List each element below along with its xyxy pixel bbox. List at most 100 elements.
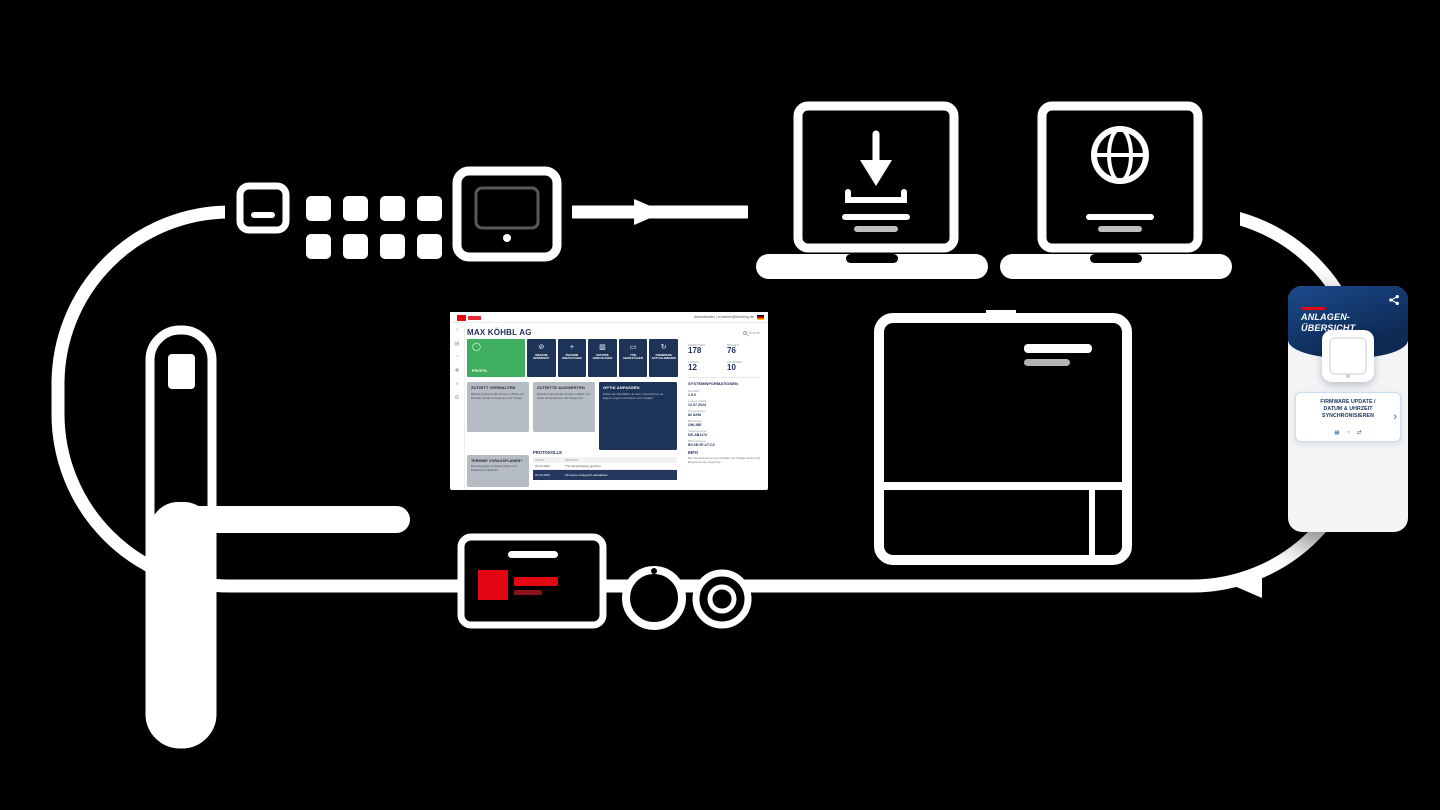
field-label: Komponenten <box>688 409 706 413</box>
search-input[interactable]: Suche <box>743 330 760 335</box>
block-medium-tile[interactable]: ⊘ MEDIUM SPERREN? <box>527 339 556 377</box>
app-title-line1: ANLAGEN- <box>1301 312 1351 322</box>
table-row[interactable]: 23.04.2024 Tür Haupteingang geöffnet <box>533 463 677 470</box>
table-row-selected[interactable]: 22.04.2024 Firmware erfolgreich aktualis… <box>533 470 677 480</box>
card-access-manage[interactable]: ZUTRITT VERWALTEN Behalte jederzeit alle… <box>467 382 529 432</box>
wall-reader-photo <box>1322 330 1374 382</box>
col-date: DATUM <box>535 458 545 462</box>
cabinet-body <box>874 313 1132 565</box>
sysinfo-field: Betriebsart ONLINE <box>688 419 762 427</box>
keypad-icon <box>306 196 442 259</box>
cell-event: Firmware erfolgreich aktualisiert <box>565 473 608 477</box>
field-value: DE-AB1172 <box>688 433 708 437</box>
sidebar-reports-icon[interactable]: ◔ <box>455 354 459 360</box>
laptop-download-illustration <box>756 101 988 279</box>
brand-wordmark <box>514 577 558 586</box>
chevron-right-icon[interactable]: › <box>1393 411 1397 423</box>
download-arrow-icon <box>860 160 892 186</box>
search-icon <box>743 330 748 335</box>
door-handle-illustration <box>145 325 410 749</box>
cell-date: 22.04.2024 <box>535 473 551 477</box>
stat-media: MEDIEN 76 <box>727 343 764 355</box>
stat-label: MEDIEN <box>727 343 740 347</box>
door-lever-handle <box>162 506 410 533</box>
add-door-tile[interactable]: ▭ TÜR HINZUFÜGEN <box>618 339 648 377</box>
reader-window-icon <box>168 354 195 389</box>
sidebar-menu-icon[interactable]: ≡ <box>455 381 459 387</box>
stat-value: 178 <box>688 346 702 355</box>
sysinfo-field: Firmware 1.9.0 <box>688 389 762 397</box>
firmware-update-card[interactable]: FIRMWARE UPDATE / DATUM & UHRZEIT SYNCHR… <box>1295 392 1401 442</box>
action-tile-row: ◯ PROFIL ⊘ MEDIUM SPERREN? + PERSON HINZ… <box>467 339 678 377</box>
sidebar-modules-icon[interactable]: ▤ <box>454 340 460 347</box>
sidebar-add-icon[interactable]: ✚ <box>454 367 460 374</box>
sync-arrows-icon: ⇄ <box>1356 429 1362 436</box>
card-line2: DATUM & UHRZEIT <box>1323 406 1373 413</box>
field-label: Firmware <box>688 389 700 393</box>
laptop-screen <box>1037 101 1203 253</box>
cell-event: Tür Haupteingang geöffnet <box>565 464 601 468</box>
profile-tile-label: PROFIL <box>472 368 488 373</box>
firmware-card-text: FIRMWARE UPDATE / DATUM & UHRZEIT SYNCHR… <box>1296 393 1400 421</box>
text-line <box>1024 359 1070 366</box>
sysinfo-title: SYSTEMINFORMATIONEN <box>688 381 738 386</box>
field-label: MAC-Adresse <box>688 439 706 443</box>
text-line <box>1098 226 1142 232</box>
mobile-app-mockup: ANLAGEN- ÜBERSICHT FIRMWARE UPDATE / DAT… <box>1288 286 1408 532</box>
reader-led <box>1346 374 1350 378</box>
card-line1: FIRMWARE UPDATE / <box>1320 399 1376 405</box>
controller-cabinet-illustration <box>874 310 1132 565</box>
key-fob-icon <box>622 566 686 630</box>
card-title: ZUTRITTE AUSWERTEN <box>537 385 585 390</box>
table-header: DATUM EREIGNIS <box>533 457 677 463</box>
card-body: Passe die Oberfläche an dein Unternehmen… <box>603 391 665 400</box>
card-schedule[interactable]: TERMINE VORAUSPLANEN? Berechtigungen im … <box>467 455 529 487</box>
field-value: B0:2E:5F:27:C3 <box>688 443 715 447</box>
brand-logo-mark <box>478 570 508 600</box>
brand-keycard-illustration <box>457 533 607 629</box>
language-flag-de-icon[interactable] <box>757 315 764 320</box>
token-icon <box>692 569 752 629</box>
cell-date: 23.04.2024 <box>535 464 551 468</box>
share-icon[interactable] <box>1388 294 1400 306</box>
calendar-grid-icon: ▦ <box>1334 429 1340 436</box>
field-label: Letztes Update <box>688 399 707 403</box>
add-group-icon: ▥ <box>599 344 606 351</box>
card-customize-look[interactable]: OPTIK ANPASSEN Passe die Oberfläche an d… <box>599 382 677 450</box>
app-title-line2: ÜBERSICHT <box>1301 323 1356 333</box>
stat-value: 76 <box>727 346 736 355</box>
key-tokens-illustration <box>622 566 752 630</box>
tile-label: TÜR HINZUFÜGEN <box>623 352 643 361</box>
sidebar-settings-icon[interactable]: ⚙ <box>454 394 460 401</box>
loop-arrow-left-icon <box>1232 572 1262 598</box>
fob-hole <box>651 568 657 574</box>
sysinfo-field: MAC-Adresse B0:2E:5F:27:C3 <box>688 439 762 447</box>
tile-label: MEDIUM SPERREN? <box>533 352 550 361</box>
search-label: Suche <box>748 330 760 335</box>
tile-label: GRUPPE HINZUFÜGEN <box>592 352 613 361</box>
stat-persons: PERSONEN 178 <box>688 343 725 355</box>
profile-icon: ◯ <box>472 342 481 351</box>
brand-logo <box>457 315 481 321</box>
laptop-browser-illustration <box>1000 101 1232 279</box>
field-label: Seriennummer <box>688 429 707 433</box>
sidebar-home-icon[interactable]: ⌂ <box>455 327 459 333</box>
laptop-base <box>756 254 988 279</box>
stat-groups: GRUPPEN 10 <box>727 360 764 372</box>
dashboard-sidebar: ⌂ ▤ ◔ ✚ ≡ ⚙ <box>450 323 465 490</box>
card-line3: SYNCHRONISIEREN <box>1322 413 1374 420</box>
logged-in-user: Administrator | m.weber@fechtring.de <box>693 315 754 320</box>
field-value: ONLINE <box>688 423 702 427</box>
stat-value: 12 <box>688 363 697 372</box>
firmware-tile[interactable]: ↻ FIRMWARE AKTUALISIEREN <box>649 339 678 377</box>
brand-subline <box>514 590 542 595</box>
card-access-evaluate[interactable]: ZUTRITTE AUSWERTEN Behalte jederzeit all… <box>533 382 595 432</box>
add-person-tile[interactable]: + PERSON HINZUFÜGEN <box>557 339 587 377</box>
lock-body <box>150 502 212 744</box>
profile-tile[interactable]: ◯ PROFIL <box>467 339 525 377</box>
add-group-tile[interactable]: ▥ GRUPPE HINZUFÜGEN <box>588 339 617 377</box>
reader-face <box>1329 337 1367 375</box>
dashboard-screenshot: Administrator | m.weber@fechtring.de ⌂ ▤… <box>450 312 768 490</box>
text-line <box>854 226 898 232</box>
